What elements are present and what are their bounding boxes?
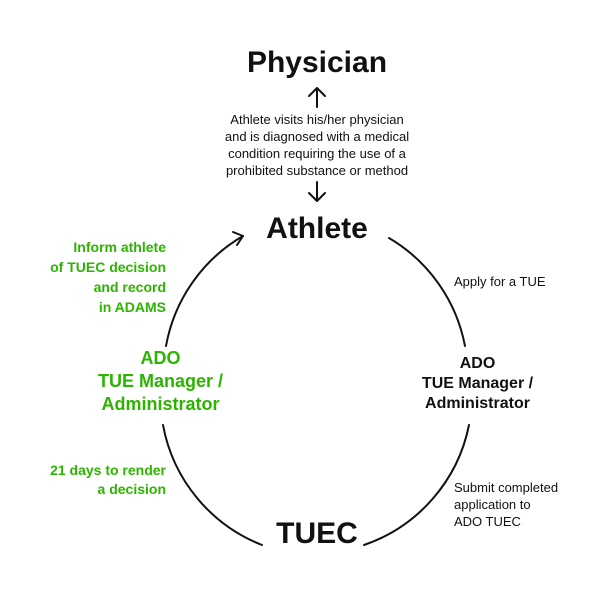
arc-tuec-to-ado-left: [162, 424, 263, 546]
inform-line: and record: [93, 279, 166, 295]
inform-line: in ADAMS: [98, 299, 166, 315]
node-tuec: TUEC: [276, 517, 358, 550]
arrow-down-to-athlete: [308, 181, 326, 202]
submit-line: Submit completed: [454, 480, 559, 495]
submit-line: application to: [454, 497, 531, 512]
ado-left-line: ADO: [140, 348, 181, 368]
inform-line: Inform athlete: [73, 239, 166, 255]
render-line: a decision: [97, 481, 166, 497]
node-ado-left: ADO TUE Manager / Administrator: [78, 347, 243, 416]
ado-right-line: TUE Manager /: [421, 375, 534, 392]
render-line: 21 days to render: [50, 462, 166, 478]
apply-label: Apply for a TUE: [454, 274, 546, 289]
submit-label: Submit completed application to ADO TUEC: [454, 479, 594, 530]
inform-label: Inform athlete of TUEC decision and reco…: [8, 237, 166, 317]
diagnosis-line: condition requiring the use of a: [228, 146, 406, 161]
ado-right-line: Administrator: [425, 395, 530, 412]
inform-line: of TUEC decision: [50, 259, 166, 275]
render-label: 21 days to render a decision: [8, 461, 166, 499]
ado-left-line: TUE Manager /: [97, 371, 224, 391]
ado-left-line: Administrator: [101, 394, 220, 414]
node-athlete: Athlete: [266, 212, 368, 245]
diagnosis-label: Athlete visits his/her physician and is …: [192, 111, 442, 179]
arrow-up-to-physician: [308, 87, 326, 108]
submit-line: ADO TUEC: [454, 514, 521, 529]
arc-ado-left-to-athlete: [165, 235, 244, 347]
ado-right-line: ADO: [459, 355, 496, 372]
arrowhead-into-athlete: [232, 231, 244, 246]
arc-ado-right-to-tuec: [363, 424, 470, 546]
diagnosis-line: prohibited substance or method: [225, 163, 409, 178]
arc-athlete-to-ado-right: [388, 237, 466, 347]
node-ado-right: ADO TUE Manager / Administrator: [395, 354, 560, 414]
diagnosis-line: Athlete visits his/her physician: [230, 112, 404, 127]
node-physician: Physician: [246, 46, 388, 79]
diagnosis-line: and is diagnosed with a medical: [224, 129, 410, 144]
